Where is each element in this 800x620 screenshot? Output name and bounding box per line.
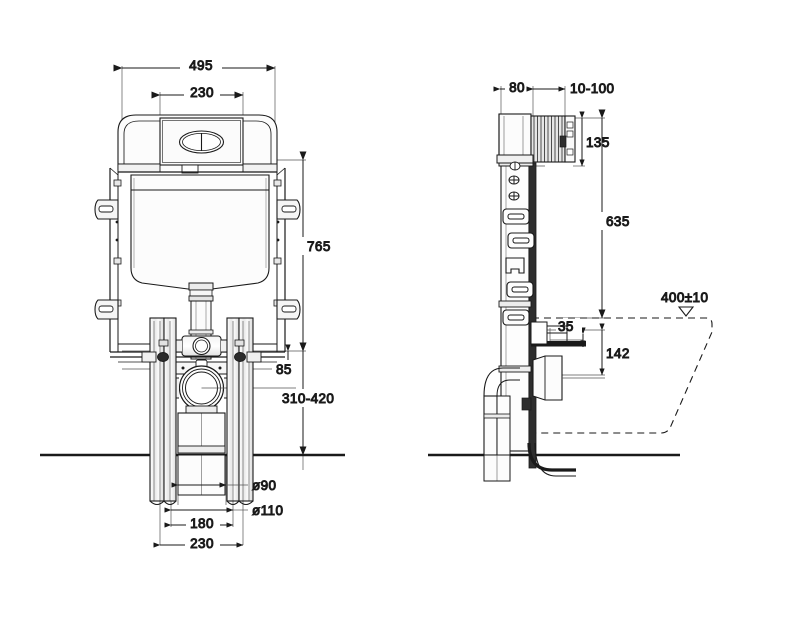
dim-635-label: 635 bbox=[606, 214, 630, 229]
wall-brackets-front bbox=[94, 199, 301, 320]
dim-85-label: 85 bbox=[276, 362, 292, 377]
dim-80: 80 bbox=[493, 78, 534, 96]
dim-495-label: 495 bbox=[189, 58, 213, 73]
rail-bolt-upper bbox=[508, 175, 520, 185]
dim-495: 495 bbox=[113, 56, 276, 74]
wall-bracket-lower-right bbox=[276, 299, 301, 320]
dim-135: 135 bbox=[579, 111, 616, 167]
dim-230-bottom-label: 230 bbox=[190, 536, 214, 551]
outlet-bend-side bbox=[483, 367, 576, 482]
dim-230-plate-label: 230 bbox=[190, 85, 214, 100]
dim-85: 85 bbox=[272, 344, 296, 378]
flexible-hose bbox=[527, 442, 576, 472]
dim-635: 635 bbox=[598, 109, 635, 319]
dim-dia90: ø90 bbox=[171, 478, 277, 494]
waste-connector-side bbox=[532, 355, 605, 401]
front-view-group: 495 230 765 85 310-420 bbox=[40, 56, 346, 552]
dim-310-420: 310-420 bbox=[278, 342, 346, 470]
wall-bracket-upper-left bbox=[94, 199, 119, 220]
rail-clip bbox=[505, 257, 525, 274]
dim-10-100: 10-100 bbox=[526, 81, 615, 97]
dim-135-label: 135 bbox=[586, 135, 610, 150]
leg-clamps-front bbox=[141, 351, 262, 363]
dim-180: 180 bbox=[164, 514, 234, 532]
cistern-side bbox=[496, 113, 576, 171]
dim-142-label: 142 bbox=[606, 346, 630, 361]
leg-right-front bbox=[226, 317, 254, 505]
dim-dia90-label: ø90 bbox=[252, 478, 276, 493]
dim-80-label: 80 bbox=[509, 80, 525, 95]
wall-bracket-upper-right bbox=[276, 199, 301, 220]
rail-slot-2 bbox=[507, 232, 535, 249]
dim-10-100-label: 10-100 bbox=[570, 81, 614, 96]
rail-slot-4 bbox=[502, 309, 530, 326]
dim-400-seat-height: 400±10 bbox=[661, 290, 708, 317]
flush-plate-tab bbox=[181, 164, 199, 174]
rail-bolt-lower bbox=[508, 191, 520, 201]
rail-edge-dark bbox=[528, 162, 537, 469]
toilet-pan-outline bbox=[532, 317, 713, 434]
dim-230-bottom: 230 bbox=[153, 534, 244, 552]
dim-dia110: ø110 bbox=[164, 503, 283, 519]
flush-connector-front bbox=[174, 335, 229, 357]
pan-fixing-bolt bbox=[530, 321, 586, 347]
wall-bracket-lower-left bbox=[94, 299, 119, 320]
bellows-ribs bbox=[533, 116, 563, 162]
dim-310-420-label: 310-420 bbox=[282, 391, 334, 406]
dim-765: 765 bbox=[299, 151, 336, 352]
dim-180-label: 180 bbox=[190, 516, 214, 531]
rail-slot-1 bbox=[502, 208, 530, 225]
level-triangle-icon bbox=[677, 306, 695, 317]
dim-dia110-label: ø110 bbox=[252, 503, 283, 518]
dim-765-label: 765 bbox=[307, 239, 331, 254]
top-rail-front bbox=[117, 163, 278, 173]
flush-plate bbox=[159, 117, 244, 174]
cistern-body bbox=[130, 174, 270, 290]
dim-230-plate: 230 bbox=[151, 83, 244, 101]
rail-fittings-side bbox=[502, 175, 535, 326]
dim-142: 142 bbox=[599, 323, 636, 376]
leg-left-front bbox=[149, 317, 177, 505]
rail-slot-3 bbox=[506, 281, 534, 298]
side-view-group: 80 10-100 135 635 142 bbox=[428, 78, 713, 482]
dim-400-label: 400±10 bbox=[661, 290, 708, 305]
